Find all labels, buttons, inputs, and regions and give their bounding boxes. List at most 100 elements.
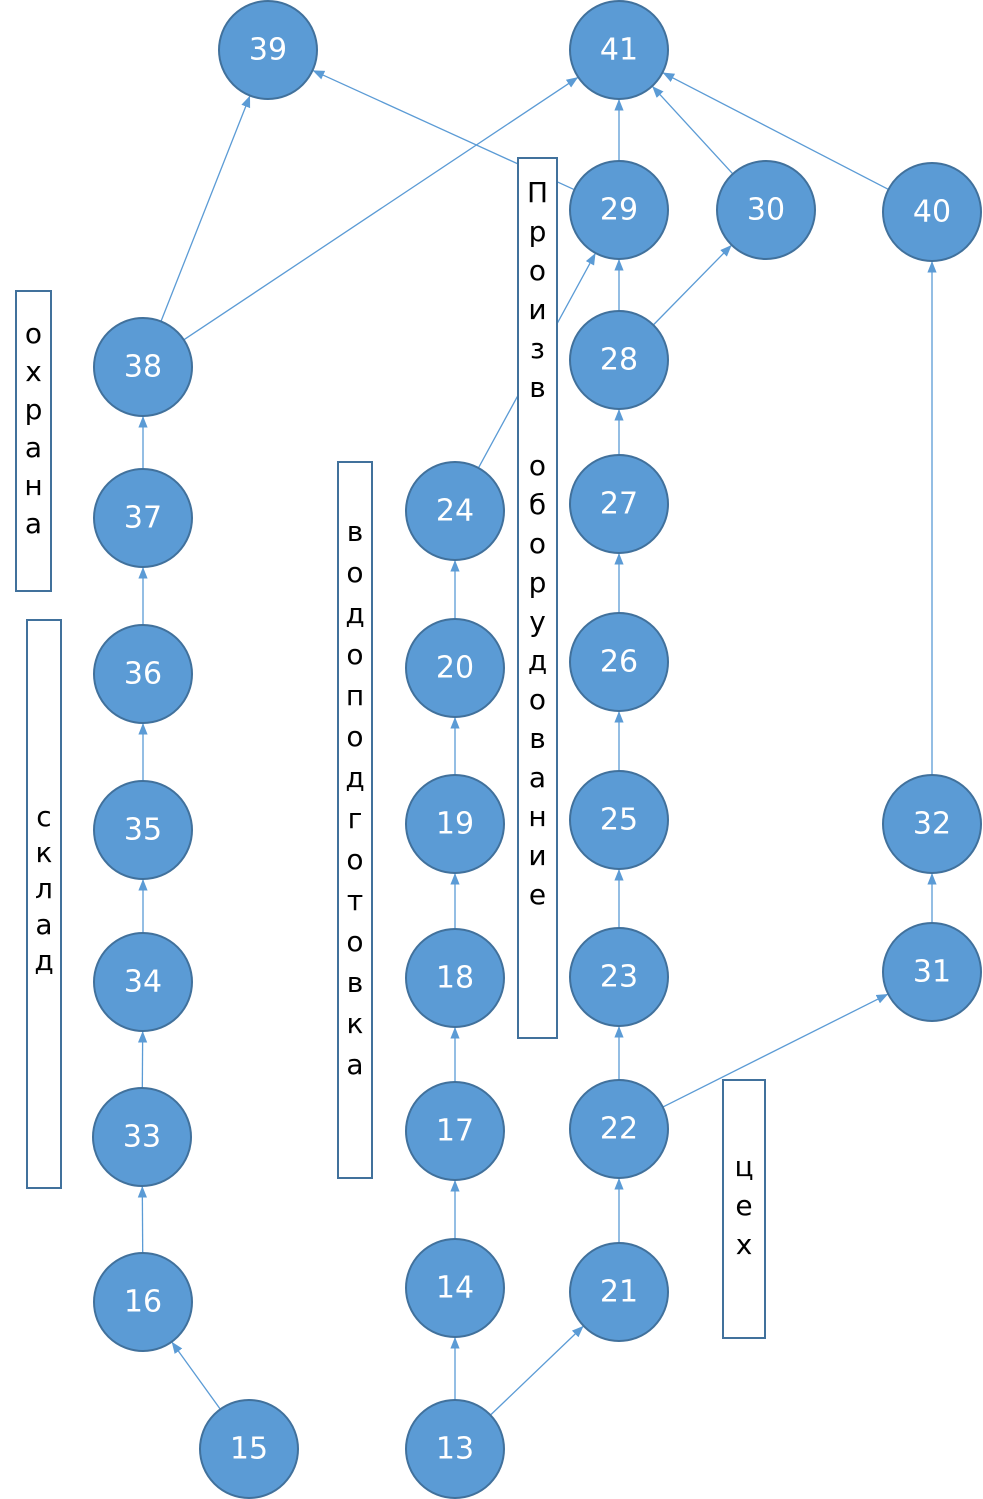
node-label-35: 35 [124,813,162,848]
label-char: е [735,1189,753,1222]
node-circle-21 [569,1242,669,1342]
node-circle-17 [405,1081,505,1181]
label-char: с [36,800,52,833]
label-char: р [528,566,547,599]
node-label-25: 25 [600,803,638,838]
node-label-29: 29 [600,193,638,228]
node-circle-27 [569,454,669,554]
node-24: 24 [405,461,505,561]
node-label-37: 37 [124,501,162,536]
label-char: в [346,966,364,999]
node-22: 22 [569,1079,669,1179]
edge-15-16 [171,1341,221,1410]
label-char: о [528,527,547,560]
node-circle-24 [405,461,505,561]
node-21: 21 [569,1242,669,1342]
node-circle-32 [882,774,982,874]
edge-30-41 [651,85,734,175]
node-33: 33 [92,1087,192,1187]
label-char: о [346,843,364,876]
node-29: 29 [569,160,669,260]
node-36: 36 [93,624,193,724]
node-circle-23 [569,927,669,1027]
label-char: л [35,872,53,905]
edge-28-30 [652,244,733,326]
node-circle-36 [93,624,193,724]
label-char: н [24,469,43,502]
label-char: в [346,515,364,548]
node-label-22: 22 [600,1112,638,1147]
label-char: о [528,449,547,482]
node-label-39: 39 [249,33,287,68]
node-circle-37 [93,468,193,568]
node-16: 16 [93,1252,193,1352]
node-circle-26 [569,612,669,712]
label-char: о [528,683,547,716]
label-char: р [528,215,547,248]
label-char: г [347,802,363,835]
node-circle-39 [218,0,318,100]
label-char: ц [734,1150,754,1183]
node-34: 34 [93,932,193,1032]
node-label-13: 13 [436,1432,474,1467]
node-label-14: 14 [436,1271,474,1306]
edge-22-31 [662,993,889,1108]
label-char: б [528,488,547,521]
node-circle-41 [569,0,669,100]
label-char: д [345,761,365,794]
node-label-36: 36 [124,657,162,692]
node-circle-33 [92,1087,192,1187]
node-circle-25 [569,770,669,870]
node-37: 37 [93,468,193,568]
node-label-18: 18 [436,961,474,996]
node-38: 38 [93,317,193,417]
label-char: д [345,597,365,630]
node-35: 35 [93,780,193,880]
node-20: 20 [405,618,505,718]
label-char: о [24,317,43,350]
node-label-27: 27 [600,487,638,522]
node-label-21: 21 [600,1275,638,1310]
node-label-19: 19 [436,807,474,842]
label-char: у [529,605,546,638]
node-label-40: 40 [913,195,951,230]
label-char: а [35,908,53,941]
node-13: 13 [405,1399,505,1499]
label-char: р [24,393,43,426]
label-char: д [34,944,54,977]
node-circle-31 [882,922,982,1022]
label-char: д [527,644,548,677]
node-label-26: 26 [600,645,638,680]
label-char: о [346,720,364,753]
node-label-32: 32 [913,807,951,842]
node-circle-29 [569,160,669,260]
label-char: о [346,556,364,589]
label-char: п [345,679,365,712]
node-circle-40 [882,162,982,262]
edge-38-41 [183,76,579,341]
label-char: и [528,839,547,872]
node-label-15: 15 [230,1432,268,1467]
node-39: 39 [218,0,318,100]
label-char: н [528,800,547,833]
node-18: 18 [405,928,505,1028]
label-char: П [526,176,549,209]
node-26: 26 [569,612,669,712]
node-label-38: 38 [124,350,162,385]
node-circle-15 [199,1399,299,1499]
node-17: 17 [405,1081,505,1181]
node-label-20: 20 [436,651,474,686]
node-label-31: 31 [913,955,951,990]
node-circle-35 [93,780,193,880]
node-23: 23 [569,927,669,1027]
edge-13-21 [489,1325,585,1416]
node-label-41: 41 [600,33,638,68]
